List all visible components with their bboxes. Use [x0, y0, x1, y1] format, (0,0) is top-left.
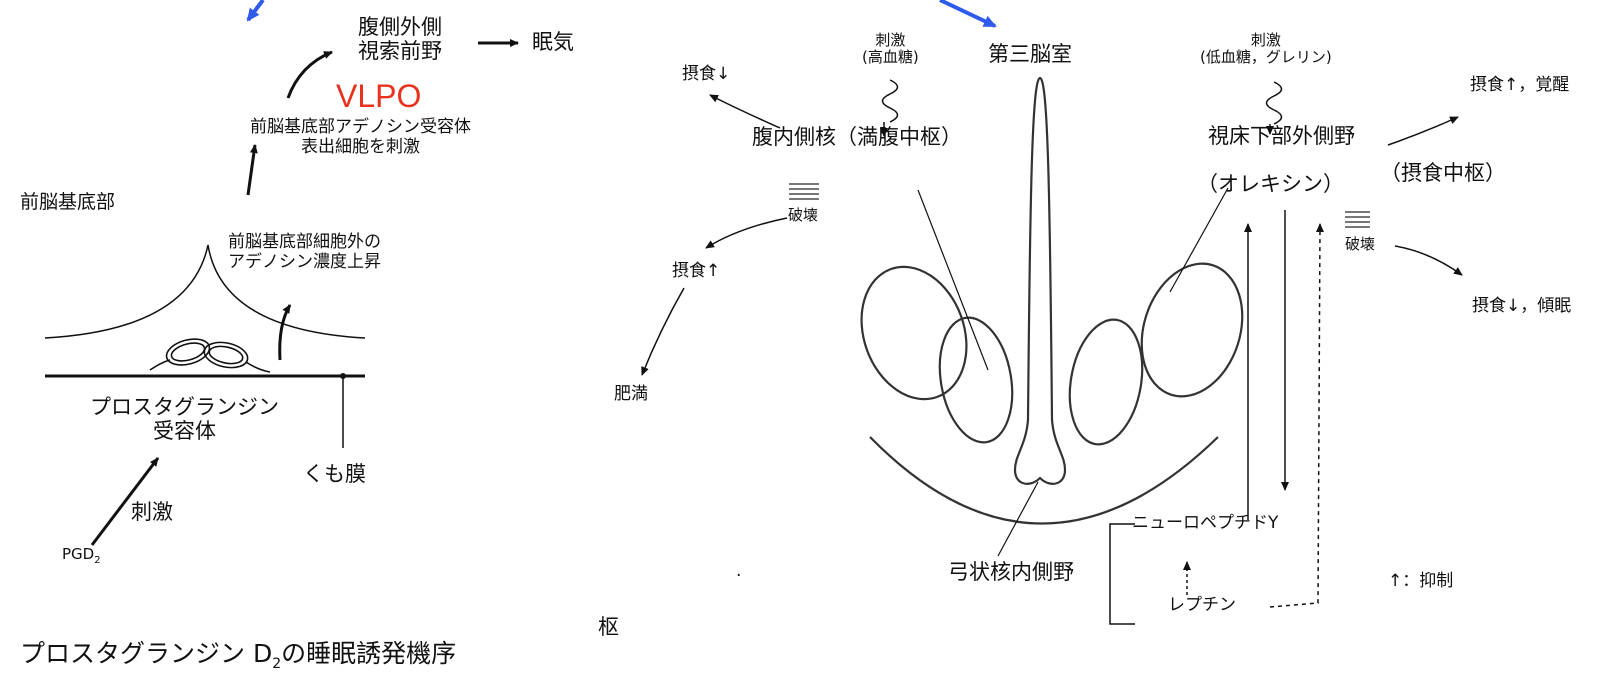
adenosine-rise-line-1: 前脳基底部細胞外の: [228, 232, 381, 252]
leptin-label: レプチン: [1168, 595, 1236, 615]
blue-arrow-right: [939, 0, 997, 28]
adenosine-rise-label: 前脳基底部細胞外の アデノシン濃度上昇: [228, 232, 381, 272]
squiggle-low: [1265, 81, 1283, 125]
intake-up-right-label: 摂食↑，覚醒: [1470, 75, 1570, 95]
arrow-leptin-inhibit: [1269, 223, 1324, 608]
caption: プロスタグランジン D2の睡眠誘発機序: [20, 639, 457, 672]
arrow-intake-down-left: [709, 94, 781, 129]
arrow-to-rvlpo: [286, 50, 333, 99]
arcuate-label: 弓状核内側野: [948, 560, 1074, 584]
third-ventricle-shape: [1013, 76, 1067, 485]
destroy-hatch-left: [789, 183, 819, 200]
caption-text: プロスタグランジン D: [20, 639, 273, 668]
rvlpo-label: 腹側外側 視索前野: [358, 15, 442, 63]
arrow-obesity: [641, 287, 685, 376]
destroy-hatch-right: [1345, 211, 1370, 228]
arachnoid-dot: [340, 373, 346, 379]
intake-down-right-label: 摂食↓，傾眠: [1472, 296, 1572, 316]
arrow-intake-down-right: [1394, 245, 1463, 276]
stim-high-label: 刺激 (高血糖): [862, 31, 919, 67]
stim-low-label: 刺激 (低血糖，グレリン): [1200, 31, 1332, 67]
arrow-up-receptor: [278, 304, 292, 361]
third-ventricle-label: 第三脳室: [988, 42, 1072, 66]
blue-arrow-left: [246, 0, 265, 22]
arachnoid-label: くも膜: [303, 462, 366, 486]
intake-up-left-label: 摂食↑: [672, 261, 721, 281]
stim-high-line-2: (高血糖): [862, 48, 919, 67]
cut-text: 枢: [598, 615, 619, 639]
pointer-arcuate: [997, 481, 1039, 557]
pg-receptor-label: プロスタグランジン 受容体: [90, 395, 279, 443]
destroy-right-label: 破壊: [1345, 235, 1376, 253]
basal-forebrain-label: 前脳基底部: [20, 191, 116, 213]
stimulus-label: 刺激: [131, 500, 173, 524]
arrow-intake-up-right: [1387, 116, 1459, 146]
destroy-left-label: 破壊: [788, 206, 819, 224]
stim-high-line-1: 刺激: [875, 31, 906, 49]
pgd2-text: PGD: [62, 545, 95, 563]
caption-subscript: 2: [272, 656, 282, 672]
inhibit-legend: ↑：抑制: [1388, 571, 1454, 591]
arrow-stimulus: [90, 457, 160, 546]
lha-label: 視床下部外側野: [1208, 124, 1355, 148]
rvlpo-line-1: 腹側外側: [358, 15, 442, 39]
adenosine-receptor-line-1: 前脳基底部アデノシン受容体: [250, 117, 471, 137]
rvlpo-line-2: 視索前野: [358, 39, 442, 64]
adenosine-rise-line-2: アデノシン濃度上昇: [228, 251, 381, 272]
hypothalamus-section: [860, 76, 1244, 525]
pgd2-subscript: 2: [94, 555, 101, 566]
adenosine-receptor-label: 前脳基底部アデノシン受容体 表出細胞を刺激: [250, 117, 471, 157]
squiggle-high: [881, 79, 899, 123]
adenosine-receptor-line-2: 表出細胞を刺激: [301, 136, 420, 157]
vmh-label: 腹内側核（満腹中枢）: [752, 125, 962, 149]
pgd2-label: PGD2: [62, 545, 101, 567]
stray-dot: .: [736, 561, 742, 581]
pointer-lha: [1169, 187, 1229, 293]
vlpo-label: VLPO: [336, 78, 422, 114]
sleepiness-label: 眠気: [532, 30, 574, 54]
pointer-vmh: [917, 189, 989, 371]
arrow-intake-up-left: [705, 217, 788, 249]
intake-down-left-label: 摂食↓: [682, 64, 731, 84]
obesity-label: 肥満: [614, 384, 648, 404]
caption-tail: の睡眠誘発機序: [281, 639, 457, 668]
brain-fold: [44, 244, 366, 339]
pg-receptor-line-2: 受容体: [153, 419, 216, 444]
pg-receptor-line-1: プロスタグランジン: [90, 395, 279, 419]
npy-label: ニューロペプチドY: [1132, 513, 1279, 533]
stim-low-line-2: (低血糖，グレリン): [1200, 48, 1332, 67]
stim-low-line-1: 刺激: [1250, 31, 1281, 49]
receptor-loops: [149, 338, 271, 373]
arrow-up-adenosine: [246, 144, 258, 196]
lha-sub-label: （オレキシン）: [1197, 172, 1344, 196]
feeding-center-label: （摂食中枢）: [1380, 161, 1506, 185]
bracket-arcuate: [1109, 523, 1135, 625]
